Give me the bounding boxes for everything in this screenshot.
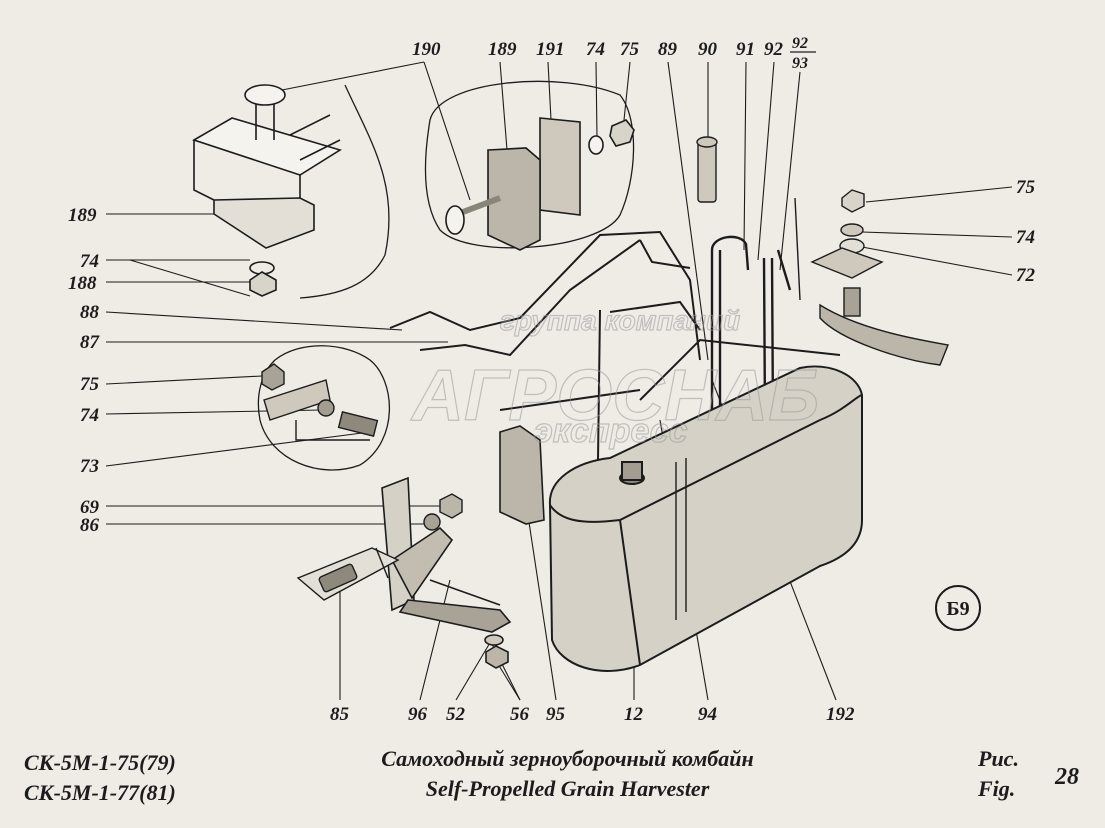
callout-74-mid: 74 [80,405,99,426]
model-designations: СК-5М-1-75(79) СК-5М-1-77(81) [24,748,176,808]
model-line-1: СК-5М-1-75(79) [24,750,176,775]
callout-56: 56 [510,704,530,725]
callout-192: 192 [826,704,855,725]
callout-90: 90 [698,39,718,60]
callout-74-right: 74 [1016,227,1035,248]
callout-189-top: 189 [488,39,517,60]
callout-96: 96 [408,704,428,725]
callout-88: 88 [80,302,100,323]
watermark-line1: группа компаний [500,305,740,336]
fuel-tank [548,365,863,672]
callout-91: 91 [736,39,755,60]
callout-93-fraction: 93 [792,55,808,72]
callout-94: 94 [698,704,717,725]
bolt-85 [296,547,400,601]
callout-labels: 190 189 191 74 75 89 90 91 92 92 93 75 7… [68,35,1036,725]
mounting-bracket [381,425,545,669]
callout-189-left: 189 [68,205,97,226]
nuts-69-86 [423,493,463,531]
bracket-detail-top [445,117,635,251]
callout-75-left: 75 [80,374,100,395]
callout-87: 87 [80,332,101,353]
bracket-assembly-left [192,84,342,297]
callout-89: 89 [658,39,678,60]
figure-label-ru: Рис. [978,746,1019,771]
callout-74-top: 74 [586,39,605,60]
callout-73: 73 [80,456,99,477]
callout-52: 52 [446,704,466,725]
callout-69: 69 [80,497,100,518]
figure-title: Самоходный зерноуборочный комбайн Self-P… [0,744,1105,804]
callout-92: 92 [764,39,784,60]
detail-outlines [257,80,635,471]
callout-72-right: 72 [1016,265,1036,286]
watermark-line2: АГРОСНАБ [410,356,819,436]
callout-85: 85 [330,704,350,725]
title-russian: Самоходный зерноуборочный комбайн [381,746,754,771]
fuel-lines [389,230,841,461]
model-line-2: СК-5М-1-77(81) [24,780,176,805]
callout-75-top: 75 [620,39,640,60]
callout-188: 188 [68,273,97,294]
diagram-badge: Б9 [935,585,981,631]
bolt-90 [696,136,718,203]
title-english: Self-Propelled Grain Harvester [425,776,710,801]
callout-190: 190 [412,39,441,60]
right-fastener-stack [794,189,949,366]
callout-12: 12 [624,704,644,725]
callout-95: 95 [546,704,566,725]
figure-label: Рис. Fig. [978,744,1019,804]
figure-label-en: Fig. [978,776,1016,801]
clamp-detail-left [261,363,379,441]
callout-191: 191 [536,39,565,60]
callout-92-fraction: 92 [792,35,808,52]
callout-86: 86 [80,515,100,536]
figure-number: 28 [1055,764,1079,790]
watermark: группа компаний АГРОСНАБ экспресс [409,304,819,450]
callout-75-right: 75 [1016,177,1036,198]
callout-74-left: 74 [80,251,99,272]
watermark-line3: экспресс [534,412,688,450]
badge-label: Б9 [946,598,969,620]
